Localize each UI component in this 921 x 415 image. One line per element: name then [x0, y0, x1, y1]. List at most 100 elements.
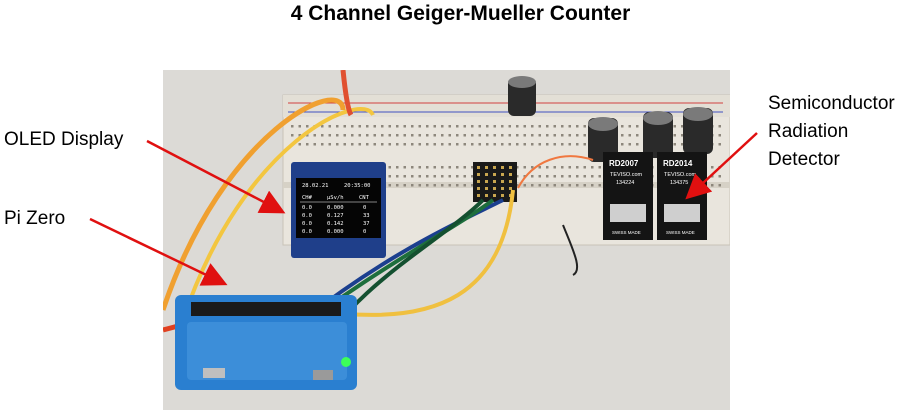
breadboard-hole [313, 134, 316, 137]
pi-zero-led [341, 357, 351, 367]
breadboard-hole [298, 134, 301, 137]
breadboard-hole [471, 134, 474, 137]
breadboard-hole [388, 125, 391, 128]
breadboard-hole [538, 125, 541, 128]
breadboard-hole [403, 184, 406, 187]
breadboard-hole [718, 166, 721, 169]
oled-row-3-ch: 0.0 [302, 221, 312, 227]
oled-header-dose: µSv/h [327, 195, 344, 201]
breadboard-hole [718, 134, 721, 137]
breadboard-hole [291, 134, 294, 137]
breadboard-hole [531, 134, 534, 137]
breadboard-hole [478, 143, 481, 146]
breadboard-hole [561, 184, 564, 187]
breadboard-hole [636, 134, 639, 137]
breadboard-hole [516, 166, 519, 169]
breadboard-hole [441, 166, 444, 169]
breadboard-hole [711, 166, 714, 169]
label-oled-display: OLED Display [4, 129, 124, 150]
detector-rd2014: RD2014 TEVISO.com 134375 SWISS MADE [657, 152, 707, 240]
detector-rd2007-model: RD2007 [609, 159, 639, 168]
breadboard-hole [568, 175, 571, 178]
breadboard-hole [448, 166, 451, 169]
breadboard-hole [568, 125, 571, 128]
breadboard-hole [531, 175, 534, 178]
breadboard-hole [583, 134, 586, 137]
detector-rd2014-serial: 134375 [670, 180, 688, 186]
breadboard-hole [568, 134, 571, 137]
breadboard-hole [366, 143, 369, 146]
breadboard-hole [538, 184, 541, 187]
label-semiconductor-detector: Semiconductor Radiation Detector [768, 90, 895, 174]
breadboard-hole [433, 134, 436, 137]
breadboard-hole [366, 134, 369, 137]
breadboard-hole [463, 143, 466, 146]
oled-header-cnt: CNT [359, 195, 370, 201]
breadboard-hole [418, 166, 421, 169]
breadboard-hole [343, 134, 346, 137]
breadboard-hole [403, 125, 406, 128]
breadboard-hole [553, 175, 556, 178]
header-pin [477, 187, 480, 190]
breadboard-hole [403, 143, 406, 146]
breadboard-hole [441, 125, 444, 128]
oled-row-2-dose: 0.127 [327, 213, 344, 219]
breadboard-hole [388, 184, 391, 187]
breadboard-hole [621, 125, 624, 128]
breadboard-hole [583, 166, 586, 169]
breadboard-hole [373, 134, 376, 137]
detector-rd2014-model: RD2014 [663, 159, 693, 168]
breadboard-hole [471, 143, 474, 146]
oled-row-2-ch: 0.0 [302, 213, 312, 219]
header-pin [501, 187, 504, 190]
breadboard-hole [313, 143, 316, 146]
breadboard-hole [351, 125, 354, 128]
breadboard-hole [426, 143, 429, 146]
breadboard-hole [591, 184, 594, 187]
breadboard-hole [328, 125, 331, 128]
breadboard-hole [576, 166, 579, 169]
breadboard-hole [358, 143, 361, 146]
breadboard-hole [396, 143, 399, 146]
breadboard-hole [523, 125, 526, 128]
breadboard-hole [486, 143, 489, 146]
header-pin [493, 187, 496, 190]
label-pi-zero: Pi Zero [4, 208, 66, 229]
breadboard-hole [321, 143, 324, 146]
breadboard-hole [636, 125, 639, 128]
oled-time: 20:35:00 [344, 183, 371, 189]
oled-screen [296, 178, 381, 238]
header-pin [509, 173, 512, 176]
breadboard-hole [381, 143, 384, 146]
breadboard-hole [553, 184, 556, 187]
breadboard-hole [336, 134, 339, 137]
detector-rd2007-body [603, 152, 653, 240]
breadboard-hole [718, 175, 721, 178]
breadboard-hole [411, 125, 414, 128]
breadboard-hole [598, 175, 601, 178]
oled-row-4-ch: 0.0 [302, 229, 312, 235]
breadboard-hole [411, 134, 414, 137]
breadboard-hole [373, 125, 376, 128]
capacitor-4-top [683, 107, 713, 121]
breadboard-hole [681, 134, 684, 137]
breadboard-hole [441, 143, 444, 146]
breadboard-hole [456, 166, 459, 169]
detector-rd2014-window [664, 204, 700, 222]
breadboard-hole [493, 125, 496, 128]
header-pin [493, 166, 496, 169]
wire-yellow-2 [312, 189, 515, 317]
breadboard-hole [321, 134, 324, 137]
breadboard-hole [456, 143, 459, 146]
breadboard-hole [396, 166, 399, 169]
breadboard-hole [636, 143, 639, 146]
breadboard-hole [471, 166, 474, 169]
breadboard-hole [306, 125, 309, 128]
breadboard-hole [486, 134, 489, 137]
breadboard-hole [411, 143, 414, 146]
breadboard-hole [508, 143, 511, 146]
breadboard-hole [711, 175, 714, 178]
breadboard-hole [411, 166, 414, 169]
breadboard-hole [501, 125, 504, 128]
breadboard-hole [486, 125, 489, 128]
